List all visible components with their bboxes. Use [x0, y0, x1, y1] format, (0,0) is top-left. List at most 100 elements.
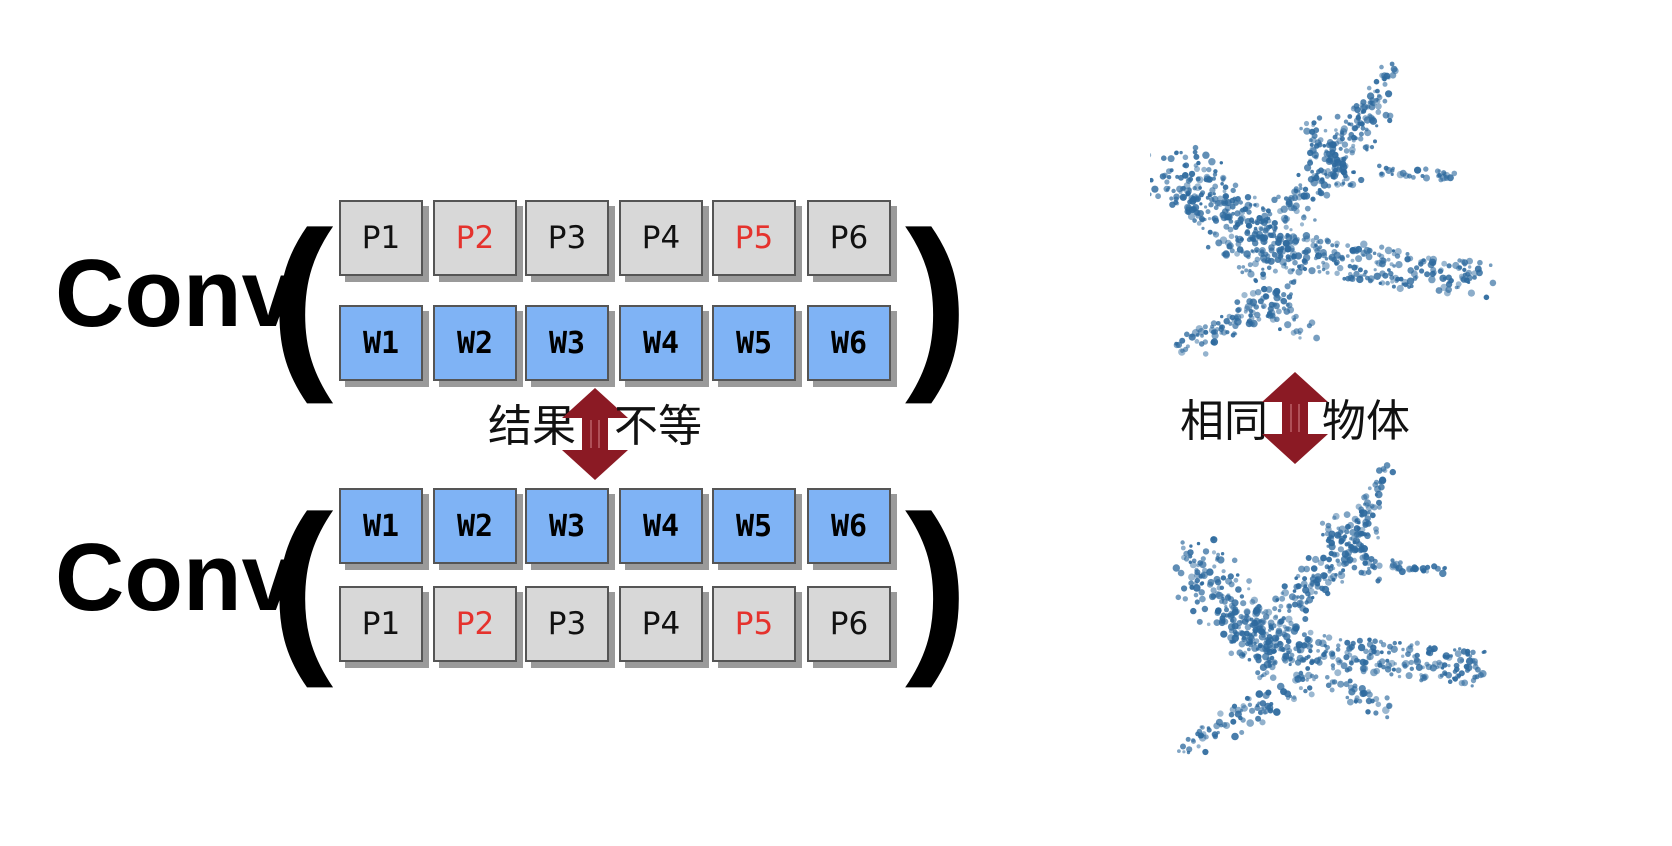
cloud-point: [1222, 189, 1227, 194]
cloud-point: [1320, 554, 1327, 562]
cloud-point: [1191, 558, 1197, 564]
cloud-point: [1220, 552, 1225, 556]
cloud-point: [1236, 625, 1241, 630]
cloud-point: [1376, 562, 1383, 569]
cloud-point: [1267, 257, 1275, 265]
cloud-point: [1411, 175, 1416, 180]
cloud-point: [1263, 643, 1270, 650]
cloud-point: [1412, 654, 1417, 659]
cloud-point: [1313, 334, 1320, 342]
cloud-point: [1431, 261, 1437, 266]
cloud-point: [1470, 649, 1476, 655]
cloud-point: [1376, 499, 1382, 506]
cloud-point: [1338, 570, 1343, 576]
cloud-point: [1302, 214, 1306, 218]
cloud-point: [1452, 676, 1458, 682]
cloud-point: [1254, 247, 1260, 253]
cloud-point: [1295, 573, 1301, 579]
cloud-point: [1252, 627, 1259, 634]
cloud-point: [1172, 564, 1180, 572]
cloud-point: [1189, 544, 1193, 548]
cloud-point: [1442, 276, 1447, 281]
cloud-point: [1182, 596, 1188, 602]
cloud-point: [1210, 536, 1218, 544]
cloud-point: [1208, 193, 1212, 197]
cloud-point: [1215, 591, 1224, 600]
cloud-point: [1240, 717, 1246, 723]
cloud-point: [1295, 268, 1303, 276]
cloud-point: [1277, 236, 1284, 243]
cloud-point: [1220, 630, 1228, 638]
cloud-point: [1169, 201, 1176, 208]
cloud-point: [1223, 722, 1231, 729]
cloud-point: [1192, 149, 1198, 155]
cloud-point: [1349, 529, 1357, 536]
cloud-point: [1318, 245, 1323, 250]
cloud-point: [1171, 188, 1176, 194]
cloud-point: [1329, 159, 1334, 165]
cloud-point: [1228, 650, 1235, 657]
cloud-point: [1462, 272, 1468, 277]
cloud-point: [1199, 595, 1206, 603]
cloud-point: [1195, 176, 1201, 182]
cloud-point: [1409, 643, 1414, 648]
cloud-point: [1226, 243, 1233, 250]
cloud-point: [1358, 136, 1364, 142]
cloud-point: [1207, 578, 1215, 586]
cloud-point: [1459, 275, 1466, 282]
cloud-point: [1281, 583, 1288, 590]
cloud-point: [1308, 138, 1313, 143]
cloud-point: [1308, 319, 1316, 327]
cloud-point: [1247, 647, 1251, 652]
cloud-point: [1344, 667, 1350, 673]
cloud-point: [1313, 143, 1320, 149]
cloud-point: [1337, 546, 1344, 553]
cloud-point: [1414, 265, 1420, 271]
cloud-point: [1349, 150, 1355, 156]
cloud-point: [1365, 697, 1373, 705]
cloud-point: [1278, 618, 1284, 625]
cloud-point: [1274, 316, 1280, 323]
cloud-point: [1208, 158, 1216, 166]
point-cell-p4: P4: [619, 586, 703, 662]
cloud-point: [1229, 248, 1235, 254]
cloud-point: [1254, 633, 1258, 637]
cloud-point: [1368, 103, 1376, 111]
cloud-point: [1317, 189, 1325, 197]
cloud-point: [1199, 202, 1203, 206]
cloud-point: [1236, 235, 1244, 244]
cloud-point: [1193, 592, 1199, 598]
cloud-point: [1362, 272, 1367, 277]
cloud-point: [1212, 217, 1220, 224]
cloud-point: [1210, 320, 1217, 327]
cloud-point: [1247, 587, 1251, 591]
cloud-point: [1285, 615, 1293, 623]
cloud-point: [1285, 302, 1290, 307]
cloud-point: [1373, 268, 1377, 272]
cloud-point: [1338, 638, 1343, 642]
airplane-point-cloud-top: [1150, 61, 1497, 357]
cloud-point: [1460, 276, 1468, 283]
cloud-point: [1291, 696, 1297, 703]
cloud-point: [1272, 615, 1278, 621]
cloud-point: [1241, 265, 1246, 269]
cloud-point: [1261, 706, 1267, 712]
cloud-point: [1225, 330, 1230, 335]
cloud-point: [1343, 170, 1348, 176]
cloud-point: [1354, 106, 1361, 114]
cloud-point: [1418, 259, 1424, 265]
cloud-point: [1196, 563, 1200, 568]
cloud-point: [1233, 577, 1239, 583]
cloud-point: [1382, 81, 1388, 87]
cloud-point: [1303, 127, 1311, 135]
cloud-point: [1190, 607, 1197, 615]
cloud-point: [1208, 326, 1216, 334]
cloud-point: [1305, 591, 1311, 597]
cloud-point: [1438, 177, 1444, 183]
cloud-point: [1341, 568, 1346, 573]
cloud-point: [1389, 61, 1395, 67]
cloud-point: [1431, 645, 1438, 652]
point-cell-p1: P1: [339, 200, 423, 276]
cloud-point: [1280, 688, 1288, 696]
cloud-point: [1314, 590, 1318, 595]
